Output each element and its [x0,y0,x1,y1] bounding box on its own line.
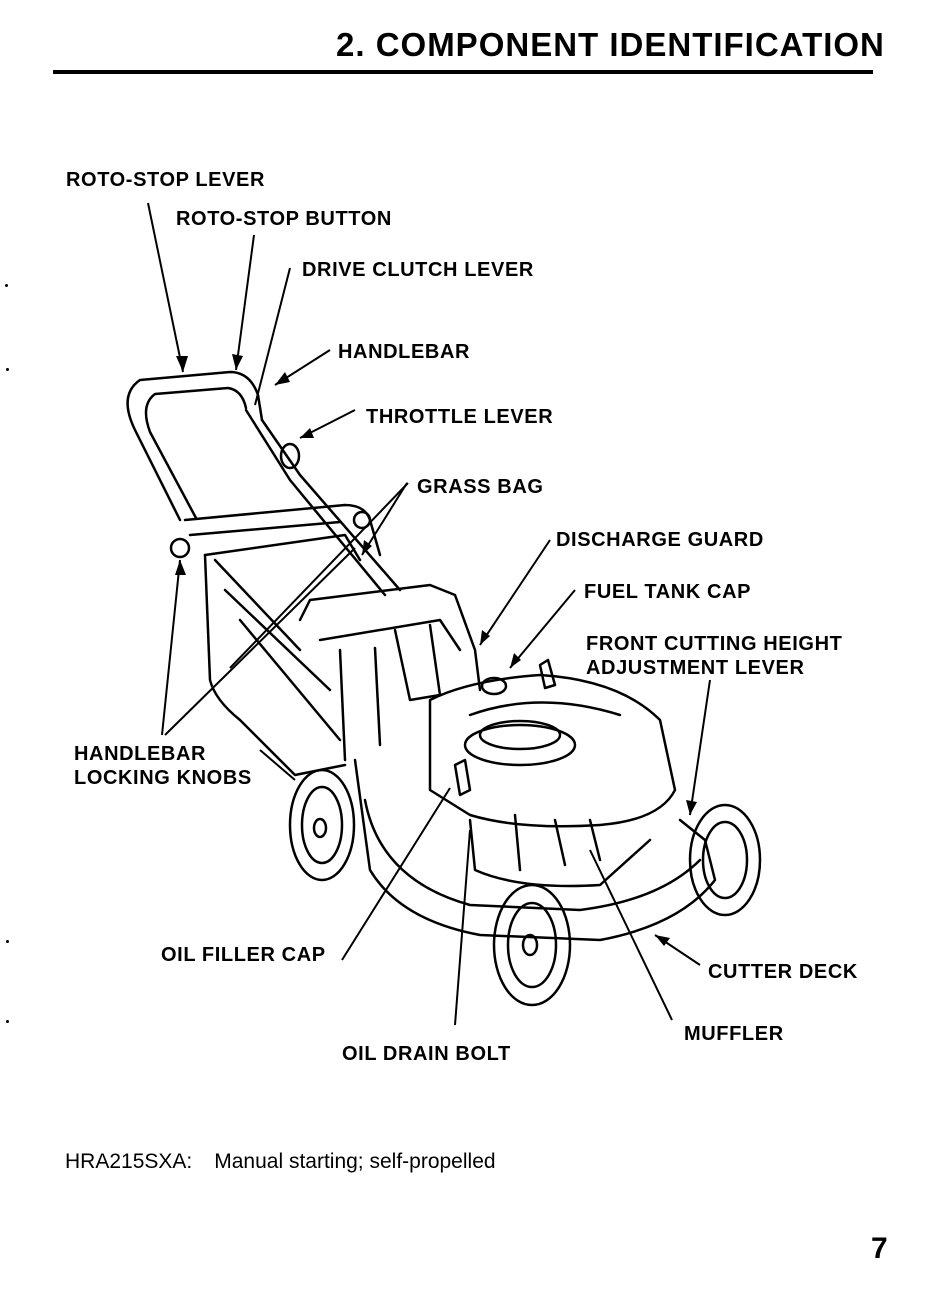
engine-shape [428,673,677,828]
scan-speck [6,368,9,371]
page-number: 7 [871,1232,888,1265]
label-front-cutting-height-line1: FRONT CUTTING HEIGHT [586,633,843,655]
label-throttle-lever: THROTTLE LEVER [366,406,554,428]
handlebar-shape [126,370,264,522]
scan-speck [5,284,8,287]
label-grass-bag: GRASS BAG [417,476,544,498]
rear-wheel-shape [288,768,356,882]
label-oil-filler-cap: OIL FILLER CAP [161,944,326,966]
scan-speck [6,1020,9,1023]
label-roto-stop-button: ROTO-STOP BUTTON [176,208,392,230]
label-muffler: MUFFLER [684,1023,784,1045]
label-handlebar-locking-knobs-line1: HANDLEBAR [74,743,207,765]
label-fuel-tank-cap: FUEL TANK CAP [584,581,752,603]
right-wheel-shape [688,803,762,917]
title-rule [53,70,873,74]
label-handlebar-locking-knobs-line2: LOCKING KNOBS [74,767,252,789]
model-caption: HRA215SXA: Manual starting; self-propelle… [65,1150,496,1174]
label-oil-drain-bolt: OIL DRAIN BOLT [342,1043,511,1065]
page-title: 2. COMPONENT IDENTIFICATION [336,26,885,63]
label-drive-clutch-lever: DRIVE CLUTCH LEVER [302,259,534,281]
front-wheel-shape [492,883,572,1007]
label-front-cutting-height-line2: ADJUSTMENT LEVER [586,657,805,679]
label-roto-stop-lever: ROTO-STOP LEVER [66,169,266,191]
label-cutter-deck: CUTTER DECK [708,961,858,983]
leader-lines [147,202,711,1026]
caption-model: HRA215SXA: [65,1150,193,1173]
caption-description: Manual starting; self-propelled [214,1150,496,1173]
scan-speck [6,940,9,943]
label-discharge-guard: DISCHARGE GUARD [556,529,764,551]
cutter-deck-shape [353,758,717,942]
label-handlebar: HANDLEBAR [338,341,471,363]
grass-bag-shape [183,503,382,557]
